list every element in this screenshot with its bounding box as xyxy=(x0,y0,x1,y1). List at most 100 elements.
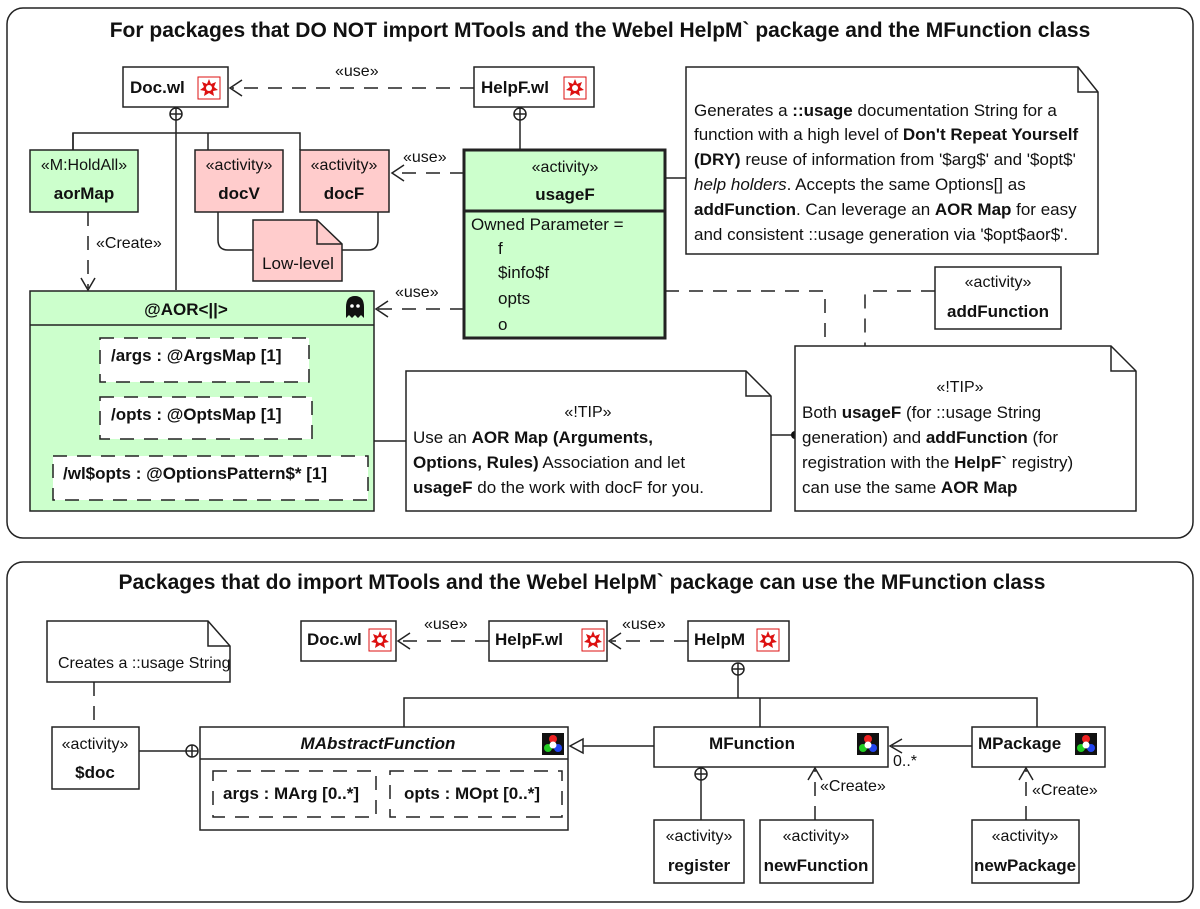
note-line: help holders. Accepts the same Options[]… xyxy=(694,175,1026,194)
register-name: register xyxy=(668,856,731,875)
note-text: Creates a ::usage String xyxy=(58,655,231,672)
nesting-icon xyxy=(694,767,708,781)
doc-wl-label: Doc.wl xyxy=(130,78,185,97)
text-run: Don't Repeat Yourself xyxy=(903,125,1079,144)
newfunction-name: newFunction xyxy=(764,856,869,875)
usagef-stereotype: «activity» xyxy=(532,159,599,176)
create-label: «Create» xyxy=(96,235,162,252)
arrow-head-icon xyxy=(607,632,622,650)
text-run: AOR Map xyxy=(941,478,1018,497)
owned-parameter-header: Owned Parameter = xyxy=(471,215,624,234)
text-run: addFunction xyxy=(926,428,1028,447)
aor-name: @AOR<||> xyxy=(144,300,228,319)
register-activity[interactable]: «activity» register xyxy=(653,819,745,884)
aor-part-args xyxy=(99,337,310,383)
helpm-package[interactable]: HelpM xyxy=(687,620,790,662)
usagef-name: usageF xyxy=(535,185,595,204)
param-item: f xyxy=(498,239,503,258)
docf-box[interactable]: «activity» docF xyxy=(299,149,390,213)
mabstractfunction-class[interactable]: MAbstractFunction args : MArg [0..*] opt… xyxy=(199,726,569,831)
text-run: Association and let xyxy=(539,453,686,472)
text-run: (for ::usage String xyxy=(901,403,1041,422)
text-run: help holders xyxy=(694,175,787,194)
mfunction-name: MFunction xyxy=(709,734,795,753)
bottom-panel-title: Packages that do import MTools and the W… xyxy=(119,571,1046,594)
mabstract-name: MAbstractFunction xyxy=(301,734,456,753)
rgb-class-icon xyxy=(542,733,564,755)
addfunction-name: addFunction xyxy=(947,302,1049,321)
wolfram-package-icon xyxy=(563,76,587,100)
creates-usage-note: Creates a ::usage String xyxy=(46,620,231,683)
newfunction-activity[interactable]: «activity» newFunction xyxy=(759,819,874,884)
addfunction-activity[interactable]: «activity» addFunction xyxy=(934,266,1062,330)
docf-name: docF xyxy=(324,184,365,203)
text-run: for easy xyxy=(1011,200,1077,219)
newpackage-activity[interactable]: «activity» newPackage xyxy=(971,819,1080,884)
create-label: «Create» xyxy=(820,778,886,795)
arrow-head-icon xyxy=(80,277,96,292)
text-run: registration with the xyxy=(802,453,954,472)
multiplicity-label: 0..* xyxy=(893,753,917,770)
aor-part-label: /args : @ArgsMap [1] xyxy=(111,346,282,365)
tip-note-shared-aor: «!TIP» Both usageF (for ::usage String g… xyxy=(794,345,1137,512)
arrow-head-icon xyxy=(1018,766,1034,781)
doc-wl-label: Doc.wl xyxy=(307,630,362,649)
helpf-wl-package-bottom[interactable]: HelpF.wl xyxy=(488,620,608,662)
doc-activity[interactable]: «activity» $doc xyxy=(51,726,140,790)
low-level-text: Low-level xyxy=(262,254,334,273)
rgb-class-icon xyxy=(1075,733,1097,755)
text-run: (DRY) xyxy=(694,150,741,169)
aormap-name: aorMap xyxy=(54,184,114,203)
arrow-head-icon xyxy=(807,766,823,781)
note-line: usageF do the work with docF for you. xyxy=(413,478,704,497)
generalization-arrow-icon xyxy=(568,737,584,755)
aor-part-opts xyxy=(99,396,313,440)
mpackage-class[interactable]: MPackage xyxy=(971,726,1106,768)
arrow-head-icon xyxy=(228,79,243,97)
note-line: (DRY) reuse of information from '$arg$' … xyxy=(694,150,1076,169)
nesting-icon xyxy=(169,107,183,121)
create-label: «Create» xyxy=(1032,782,1098,799)
docf-stereotype: «activity» xyxy=(311,157,378,174)
aor-part-label: /opts : @OptsMap [1] xyxy=(111,405,282,424)
tip-stereotype: «!TIP» xyxy=(564,404,611,421)
tip-note-aor: «!TIP» Use an AOR Map (Arguments, Option… xyxy=(405,370,772,512)
text-run: generation) and xyxy=(802,428,926,447)
helpf-wl-label: HelpF.wl xyxy=(495,630,563,649)
param-item: $info$f xyxy=(498,263,549,282)
mfunction-class[interactable]: MFunction xyxy=(653,726,889,768)
text-run: Both xyxy=(802,403,842,422)
param-item: opts xyxy=(498,289,530,308)
doc-wl-package-bottom[interactable]: Doc.wl xyxy=(300,620,397,662)
docv-name: docV xyxy=(218,184,260,203)
aor-block[interactable]: @AOR<||> /args : @ArgsMap [1] /opts : @O… xyxy=(29,290,375,512)
wolfram-package-icon xyxy=(581,628,605,652)
newpackage-name: newPackage xyxy=(974,856,1076,875)
aor-part-wlopts xyxy=(52,455,369,501)
helpf-wl-package[interactable]: HelpF.wl xyxy=(473,66,595,108)
note-line: Use an AOR Map (Arguments, xyxy=(413,428,653,447)
doc-wl-package[interactable]: Doc.wl xyxy=(122,66,229,108)
note-line: Options, Rules) Association and let xyxy=(413,453,685,472)
args-part xyxy=(212,770,377,818)
text-run: . Can leverage an xyxy=(796,200,935,219)
note-line: function with a high level of Don't Repe… xyxy=(694,125,1079,144)
opts-part xyxy=(389,770,563,818)
text-run: ::usage xyxy=(792,101,852,120)
aor-part-label: /wl$opts : @OptionsPattern$* [1] xyxy=(63,464,327,483)
rgb-class-icon xyxy=(857,733,879,755)
usagef-activity[interactable]: «activity» usageF Owned Parameter = f $i… xyxy=(462,148,667,340)
note-line: addFunction. Can leverage an AOR Map for… xyxy=(694,200,1077,219)
arrow-head-icon xyxy=(396,632,411,650)
text-run: reuse of information from '$arg$' and '$… xyxy=(741,150,1076,169)
text-run: Generates a xyxy=(694,101,792,120)
aormap-box[interactable]: «M:HoldAll» aorMap xyxy=(29,149,139,213)
docv-box[interactable]: «activity» docV xyxy=(194,149,284,213)
note-line: generation) and addFunction (for xyxy=(802,428,1058,447)
nesting-icon xyxy=(513,107,527,121)
nesting-icon xyxy=(185,744,199,758)
text-run: addFunction xyxy=(694,200,796,219)
text-run: . Accepts the same Options[] as xyxy=(787,175,1026,194)
mpackage-name: MPackage xyxy=(978,734,1061,753)
